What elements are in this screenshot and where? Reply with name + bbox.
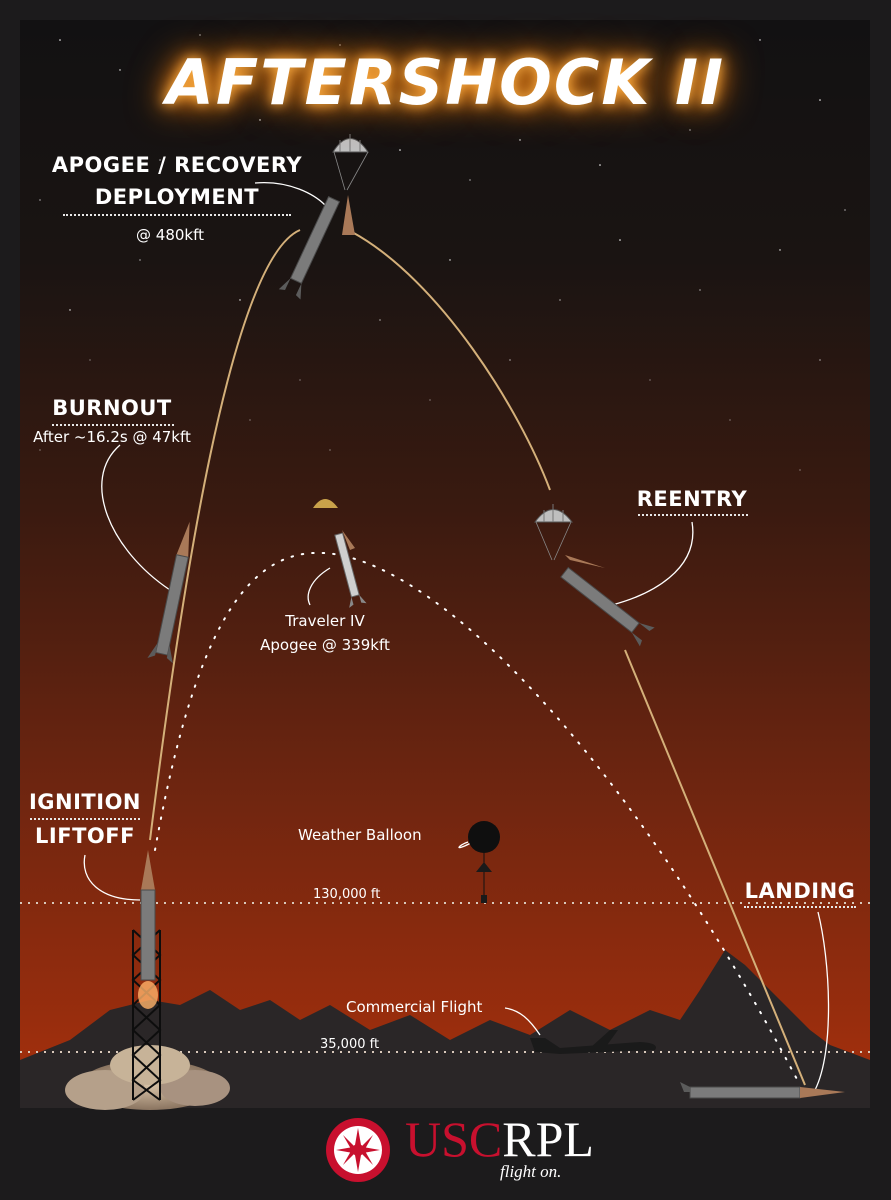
ignition-leader — [83, 854, 141, 901]
apogee-nosecone-icon — [342, 195, 355, 235]
burnout-leader — [101, 444, 171, 591]
traveler-leader — [307, 567, 331, 606]
apogee-rocket-icon — [278, 196, 341, 300]
reentry-trajectory — [624, 649, 806, 1086]
launch-rocket-icon — [140, 850, 156, 981]
logo-rpl: RPL — [502, 1111, 594, 1167]
logo-tagline: flight on. — [500, 1162, 562, 1181]
poster-title: AFTERSHOCK II — [165, 46, 726, 119]
reentry-underline — [638, 514, 748, 516]
ignition-heading-line2: LIFTOFF — [35, 824, 135, 848]
reentry-heading: REENTRY — [636, 487, 748, 511]
traveler-nosecone-icon — [342, 530, 355, 550]
mountain-range — [20, 950, 870, 1108]
landing-heading: LANDING — [744, 879, 856, 903]
altitude-label-130k: 130,000 ft — [313, 887, 381, 902]
uscrpl-logo: USCRPL — [405, 1114, 594, 1164]
sky-background — [20, 20, 870, 1108]
weather-balloon-icon — [468, 821, 500, 903]
star-field — [39, 34, 846, 471]
burnout-heading: BURNOUT — [52, 396, 172, 420]
apogee-heading-line2: DEPLOYMENT — [94, 185, 260, 209]
traveler-rocket-icon — [334, 532, 367, 608]
launch-smoke — [65, 1045, 230, 1110]
airplane-icon — [530, 1030, 656, 1054]
apogee-parachute-icon — [332, 134, 369, 191]
ascent-trajectory — [149, 229, 301, 841]
ignition-heading-line1: IGNITION — [28, 790, 142, 814]
apogee-detail: @ 480kft — [136, 226, 204, 244]
altitude-label-35k: 35,000 ft — [320, 1037, 380, 1052]
traveler-label-line2: Apogee @ 339kft — [260, 636, 390, 654]
traveler-trajectory — [154, 551, 801, 1086]
reentry-nosecone-icon — [565, 555, 605, 568]
landing-leader — [814, 911, 830, 1091]
commercial-flight-label: Commercial Flight — [346, 998, 483, 1016]
landing-underline — [744, 906, 856, 908]
reentry-rocket-icon — [560, 566, 655, 647]
reentry-parachute-icon — [534, 504, 574, 561]
reentry-leader — [611, 521, 694, 606]
launch-tower-icon — [131, 929, 162, 1101]
exhaust-glow — [138, 981, 158, 1009]
burnout-rocket-icon — [147, 521, 190, 664]
descent-trajectory — [351, 231, 551, 491]
weather-balloon-label: Weather Balloon — [298, 826, 422, 844]
flight-leader — [504, 1007, 541, 1036]
ignition-underline — [30, 818, 140, 820]
burnout-underline — [52, 424, 174, 426]
apogee-leader — [254, 181, 326, 206]
burnout-detail: After ~16.2s @ 47kft — [33, 428, 191, 446]
traveler-label-line1: Traveler IV — [285, 612, 365, 630]
usc-seal-icon — [326, 1118, 390, 1182]
traveler-parachute-icon — [313, 499, 338, 508]
apogee-underline — [63, 214, 291, 216]
landed-rocket-icon — [680, 1082, 845, 1099]
logo-usc: USC — [405, 1111, 503, 1167]
apogee-heading-line1: APOGEE / RECOVERY — [51, 153, 303, 177]
